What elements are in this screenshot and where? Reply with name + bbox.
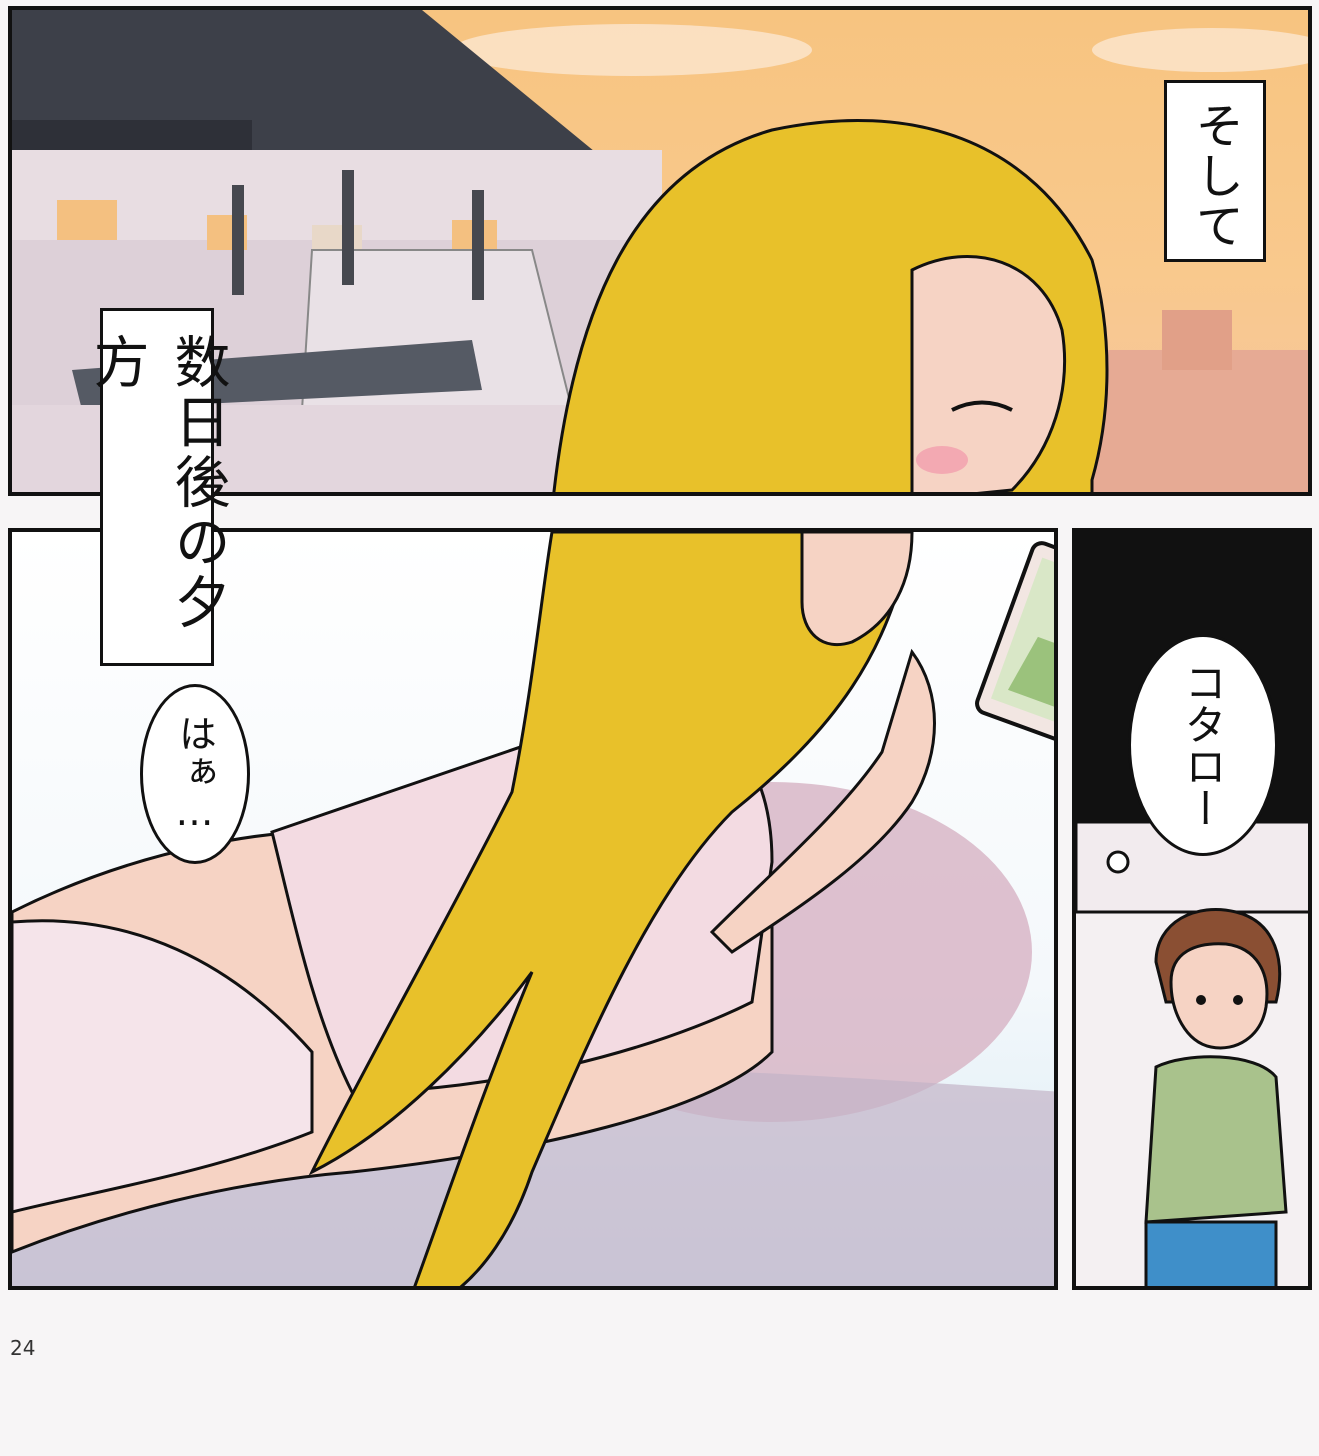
speech-bubble-name: コタロー xyxy=(1128,634,1278,856)
narration-box-soshite: そして xyxy=(1164,80,1266,262)
narration-box-time: 数日後の夕方 xyxy=(84,308,230,666)
panel-phone-photo: コタロー xyxy=(1072,528,1312,1290)
speech-bubble-sigh: はぁ… xyxy=(140,684,250,864)
girl-illustration xyxy=(12,532,1054,1286)
panel-girl-with-phone: はぁ… xyxy=(8,528,1058,1290)
page-number: 24 xyxy=(10,1336,36,1360)
